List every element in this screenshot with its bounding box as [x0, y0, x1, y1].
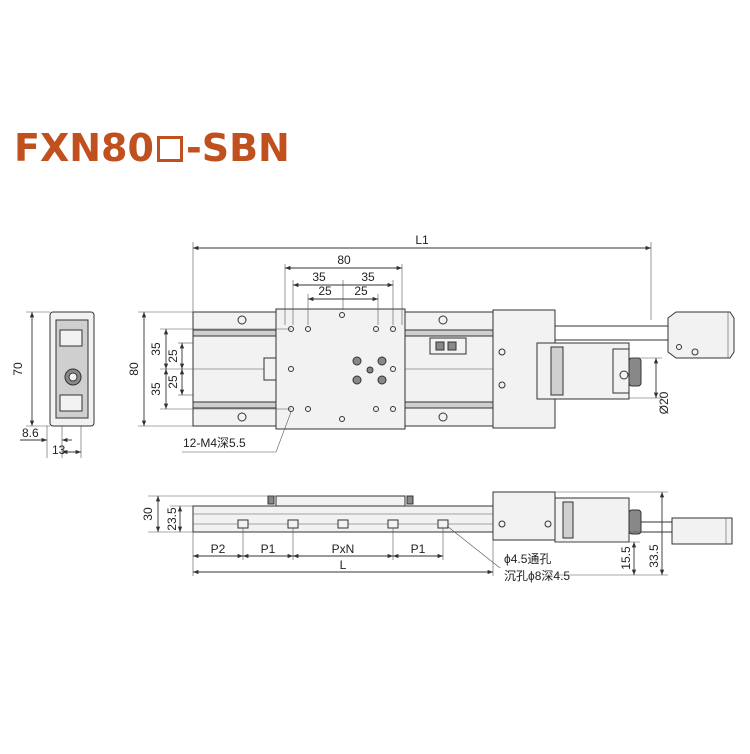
dim-L1: L1	[415, 233, 429, 247]
dim-25-upper: 25	[166, 349, 180, 363]
dim-15-5: 15.5	[619, 546, 633, 570]
dim-13: 13	[52, 443, 66, 457]
end-view	[20, 311, 95, 458]
front-view	[192, 491, 733, 545]
carriage-holes	[288, 312, 396, 422]
model-placeholder-box	[156, 136, 183, 162]
dim-p1-right: P1	[411, 542, 426, 556]
title-suffix: -SBN	[185, 126, 290, 170]
dim-23-5: 23.5	[165, 507, 179, 531]
dim-35-right: 35	[361, 270, 375, 284]
dim-25-left: 25	[318, 284, 332, 298]
dim-35-left: 35	[312, 270, 326, 284]
dim-35-upper: 35	[149, 342, 163, 356]
note-tapped-holes: 12-M4深5.5	[183, 436, 246, 450]
dim-30: 30	[141, 507, 155, 521]
dim-pxn: PxN	[332, 542, 355, 556]
top-view	[192, 308, 735, 430]
dim-33-5: 33.5	[647, 544, 661, 568]
title-main: FXN80	[14, 126, 154, 170]
dim-p2: P2	[211, 542, 226, 556]
dim-25-lower: 25	[166, 375, 180, 389]
front-view-dimensions	[148, 491, 668, 576]
product-title: FXN80 -SBN	[14, 126, 290, 170]
dim-70: 70	[11, 362, 25, 376]
dim-35-lower: 35	[149, 382, 163, 396]
dim-80-height: 80	[127, 362, 141, 376]
dim-L: L	[340, 558, 347, 572]
note-through-hole: ϕ4.5通孔	[504, 552, 551, 566]
top-view-dimensions	[138, 242, 662, 453]
dim-8-6: 8.6	[22, 426, 39, 440]
dim-80-width: 80	[337, 253, 351, 267]
dim-25-right: 25	[354, 284, 368, 298]
dim-d20: Ø20	[657, 391, 671, 414]
dim-p1-left: P1	[261, 542, 276, 556]
counterbore-holes	[237, 519, 449, 529]
note-counterbore: 沉孔ϕ8深4.5	[504, 569, 570, 583]
